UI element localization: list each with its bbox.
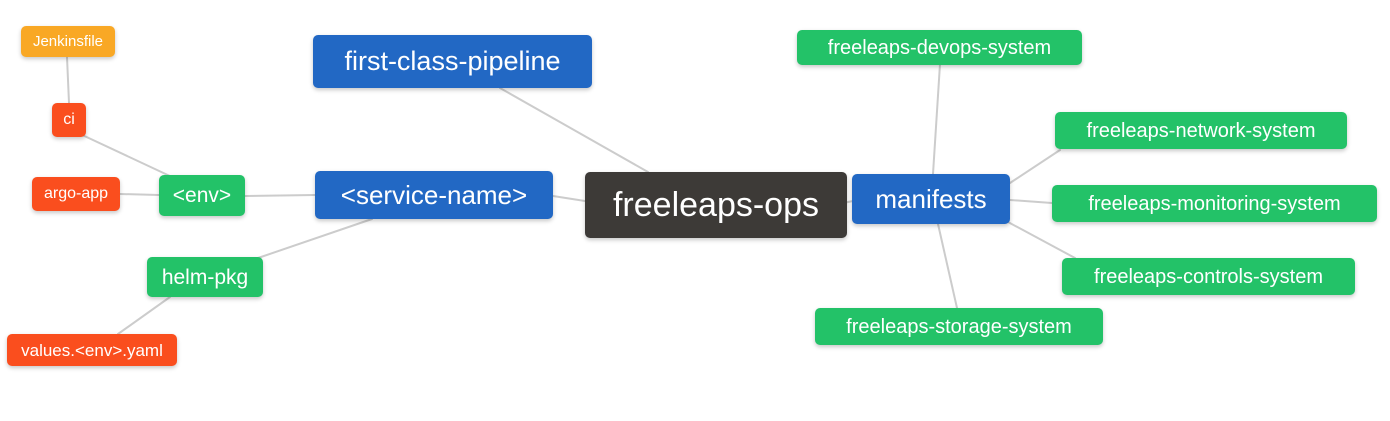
edge-ci-to-env [77, 132, 173, 178]
node-freeleaps-monitoring-system[interactable]: freeleaps-monitoring-system [1052, 185, 1377, 222]
node-ci[interactable]: ci [52, 103, 86, 137]
node-freeleaps-ops[interactable]: freeleaps-ops [585, 172, 847, 238]
edge-env-to-service-name [244, 194, 316, 197]
node-service-name[interactable]: <service-name> [315, 171, 553, 219]
edge-manifests-to-freeleaps-monitoring-system [1009, 199, 1053, 204]
edge-freeleaps-devops-system-to-manifests [932, 63, 941, 175]
node-freeleaps-network-system[interactable]: freeleaps-network-system [1055, 112, 1347, 149]
node-env[interactable]: <env> [159, 175, 245, 216]
node-argo-app[interactable]: argo-app [32, 177, 120, 211]
node-freeleaps-controls-system[interactable]: freeleaps-controls-system [1062, 258, 1355, 295]
edge-service-name-to-helm-pkg [257, 218, 373, 259]
edge-jenkinsfile-to-ci [66, 56, 70, 104]
edge-service-name-to-freeleaps-ops [552, 195, 586, 202]
node-manifests[interactable]: manifests [852, 174, 1010, 224]
node-values-env-yaml[interactable]: values.<env>.yaml [7, 334, 177, 366]
node-first-class-pipeline[interactable]: first-class-pipeline [313, 35, 592, 88]
node-freeleaps-devops-system[interactable]: freeleaps-devops-system [797, 30, 1082, 65]
edge-manifests-to-freeleaps-controls-system [1007, 221, 1076, 259]
edge-first-class-pipeline-to-freeleaps-ops [499, 87, 649, 173]
edge-manifests-to-freeleaps-network-system [1009, 149, 1061, 184]
edge-argo-app-to-env [119, 193, 160, 196]
node-jenkinsfile[interactable]: Jenkinsfile [21, 26, 115, 57]
node-freeleaps-storage-system[interactable]: freeleaps-storage-system [815, 308, 1103, 345]
edge-helm-pkg-to-values-env-yaml [117, 296, 171, 335]
node-helm-pkg[interactable]: helm-pkg [147, 257, 263, 297]
edge-manifests-to-freeleaps-storage-system [937, 223, 958, 309]
